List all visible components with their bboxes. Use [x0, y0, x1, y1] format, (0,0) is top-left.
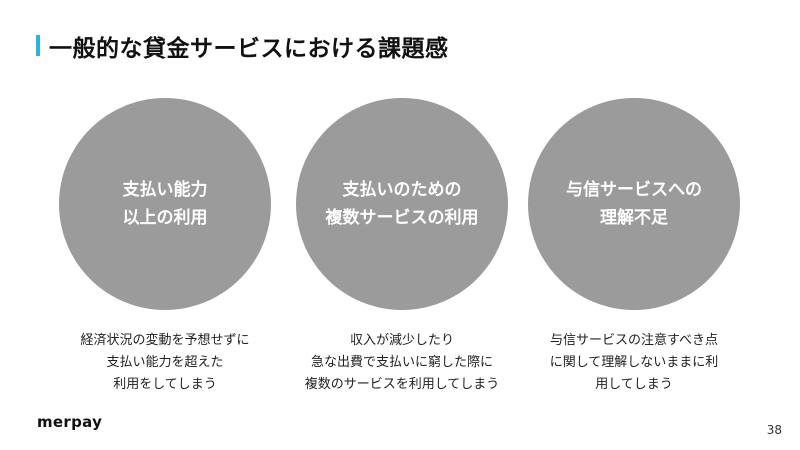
- page-number: 38: [766, 423, 782, 437]
- description-line: 経済状況の変動を予想せずに: [80, 333, 250, 348]
- slide-title: 一般的な貸金サービスにおける課題感: [49, 36, 449, 62]
- description-line: 収入が減少したり: [349, 333, 454, 348]
- description-line: 急な出費で支払いに窮した際に: [310, 355, 493, 370]
- issue-description: 与信サービスの注意すべき点 に関して理解しないままに利 用してしまう: [514, 330, 754, 396]
- circle-label-line: 支払い能力: [122, 180, 208, 200]
- description-line: 与信サービスの注意すべき点: [549, 333, 719, 348]
- description-line: に関して理解しないままに利: [549, 355, 719, 370]
- issue-description: 経済状況の変動を予想せずに 支払い能力を超えた 利用をしてしまう: [45, 330, 285, 396]
- issue-column-2: 支払いのための 複数サービスの利用 収入が減少したり 急な出費で支払いに窮した際…: [282, 98, 522, 408]
- merpay-logo: merpay: [37, 413, 103, 431]
- title-accent-bar: [36, 35, 40, 56]
- issue-circle: 支払いのための 複数サービスの利用: [296, 98, 508, 310]
- description-line: 複数のサービスを利用してしまう: [304, 377, 500, 392]
- description-line: 利用をしてしまう: [113, 377, 217, 392]
- issue-circle: 支払い能力 以上の利用: [59, 98, 271, 310]
- circle-label-line: 理解不足: [600, 208, 668, 228]
- issue-column-1: 支払い能力 以上の利用 経済状況の変動を予想せずに 支払い能力を超えた 利用をし…: [45, 98, 285, 408]
- circle-label-line: 以上の利用: [122, 208, 208, 228]
- description-line: 用してしまう: [595, 377, 673, 392]
- issue-column-3: 与信サービスへの 理解不足 与信サービスの注意すべき点 に関して理解しないままに…: [514, 98, 754, 408]
- issue-circle: 与信サービスへの 理解不足: [528, 98, 740, 310]
- circle-label-line: 与信サービスへの: [566, 180, 702, 200]
- circle-label-line: 複数サービスの利用: [325, 208, 479, 228]
- description-line: 支払い能力を超えた: [106, 355, 224, 370]
- issue-description: 収入が減少したり 急な出費で支払いに窮した際に 複数のサービスを利用してしまう: [282, 330, 522, 396]
- circle-label-line: 支払いのための: [342, 180, 462, 200]
